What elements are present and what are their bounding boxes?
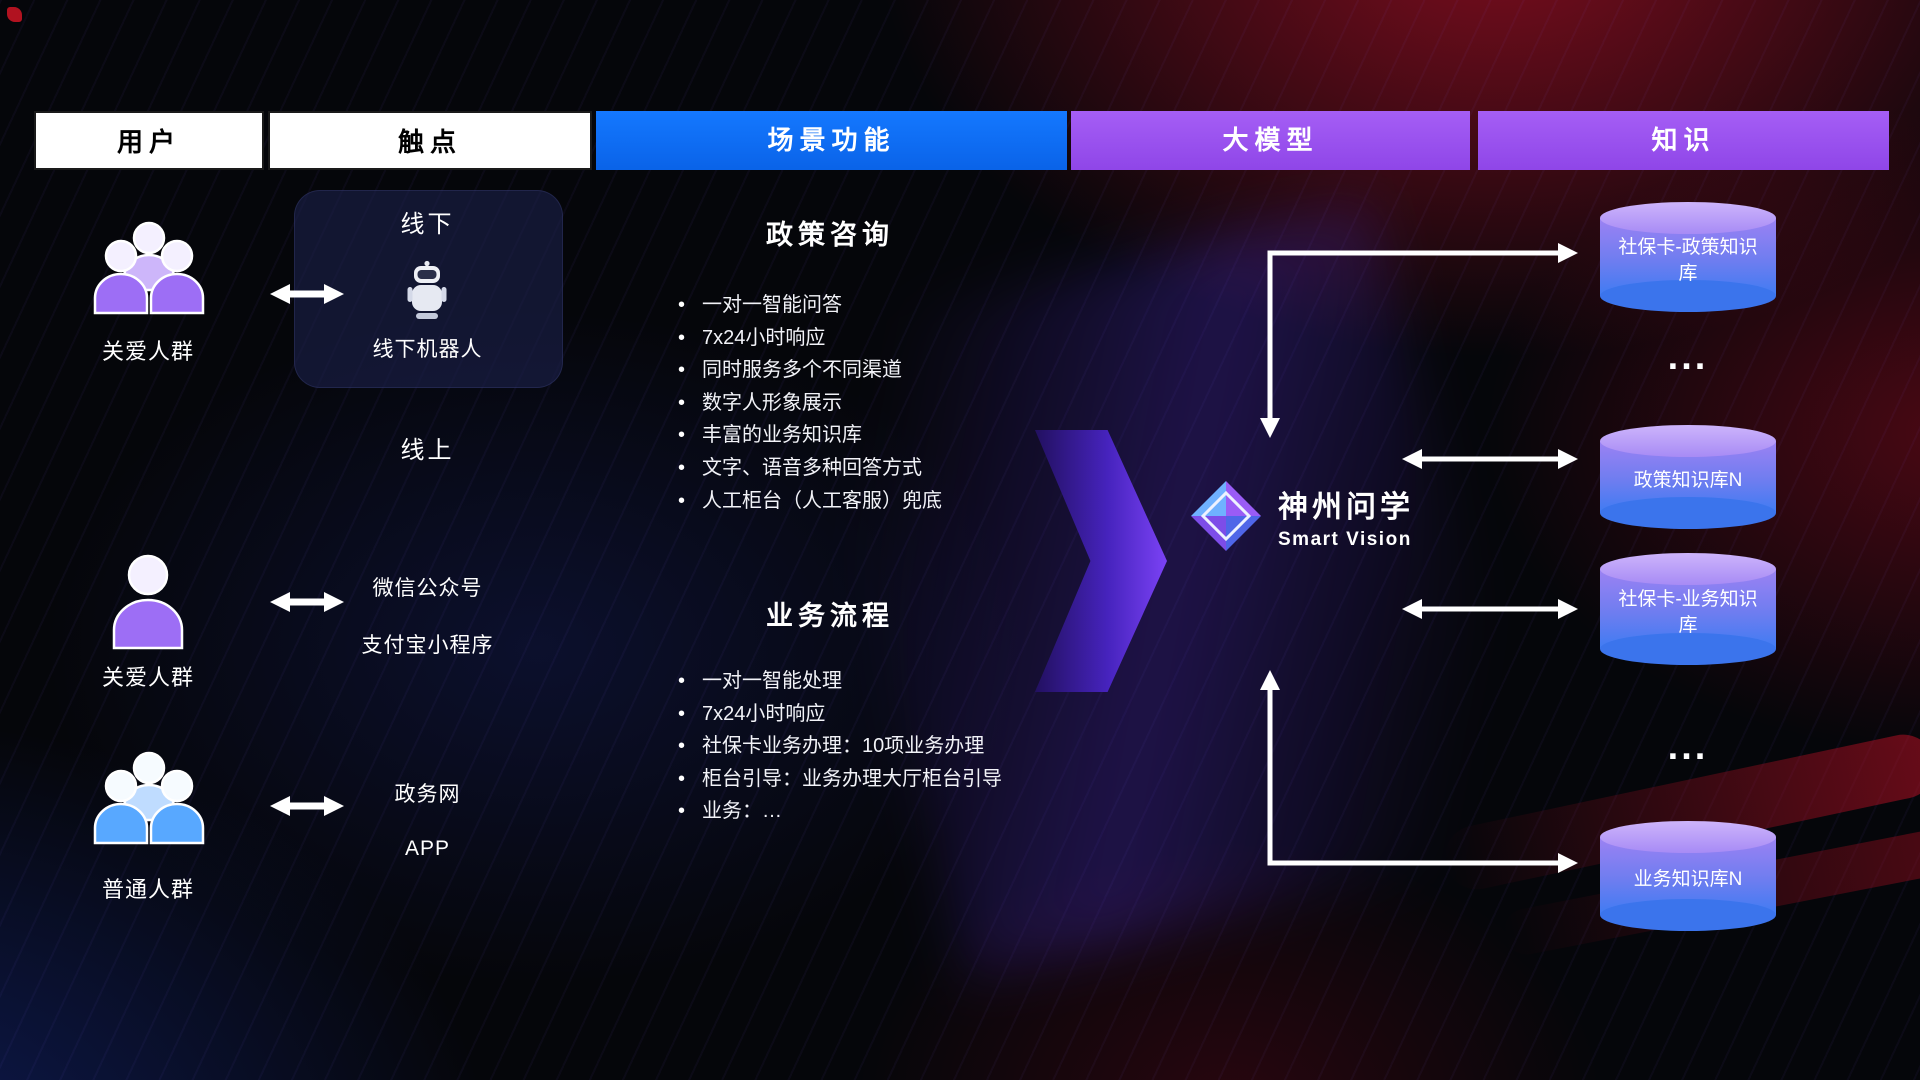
kb-cylinder-business-n: 业务知识库N [1600, 821, 1776, 931]
brand-name: 神州问学 [1278, 490, 1414, 524]
channel-wechat: 微信公众号 [372, 577, 483, 600]
scene-bullet: 柜台引导：业务办理大厅柜台引导 [676, 763, 1002, 796]
cylinder-top [1600, 553, 1776, 585]
brand-logo: 神州问学 Smart Vision [1188, 478, 1414, 554]
kb-label: 政策知识库N [1633, 470, 1743, 492]
group-people-purple-icon [93, 221, 205, 315]
user-label-care-group-1: 关爱人群 [101, 339, 194, 364]
corner-mark [7, 7, 22, 22]
robot-icon [407, 260, 447, 319]
offline-robot-caption: 线下机器人 [372, 338, 483, 361]
kb-label: 社保卡-业务知识库 [1618, 589, 1758, 636]
kb-label: 业务知识库N [1633, 869, 1743, 891]
cylinder-bottom [1600, 899, 1776, 931]
single-person-purple-icon [112, 554, 184, 650]
scene-bullet: 数字人形象展示 [676, 387, 942, 420]
channel-alipay: 支付宝小程序 [361, 634, 494, 657]
group-people-blue-icon [93, 751, 205, 845]
kb-cylinder-policy-social: 社保卡-政策知识库 [1600, 202, 1776, 312]
header-touchpoints: 触点 [268, 111, 592, 170]
kb-cylinder-policy-n: 政策知识库N [1600, 425, 1776, 529]
scene-bullet: 社保卡业务办理：10项业务办理 [676, 730, 1002, 763]
scene-title-business: 业务流程 [766, 601, 894, 631]
brand-diamond-icon [1191, 481, 1261, 551]
scene-bullet: 丰富的业务知识库 [676, 419, 942, 452]
ellipsis-bottom: ... [1667, 726, 1709, 768]
scene-bullet: 7x24小时响应 [676, 698, 1002, 731]
kb-cylinder-business-social: 社保卡-业务知识库 [1600, 553, 1776, 665]
header-model: 大模型 [1071, 111, 1470, 170]
header-users: 用户 [34, 111, 264, 170]
header-scenes: 场景功能 [596, 111, 1067, 170]
scene-bullet: 文字、语音多种回答方式 [676, 452, 942, 485]
cylinder-bottom [1600, 497, 1776, 529]
cylinder-top [1600, 821, 1776, 853]
scene-bullet: 一对一智能处理 [676, 665, 1002, 698]
header-knowledge: 知识 [1478, 111, 1889, 170]
scene-bullet: 业务：… [676, 795, 1002, 828]
offline-title: 线下 [400, 211, 455, 238]
cylinder-top [1600, 425, 1776, 457]
kb-label: 社保卡-政策知识库 [1618, 237, 1758, 284]
cylinder-bottom [1600, 280, 1776, 312]
channel-app: APP [404, 837, 451, 860]
policy-bullet-list: 一对一智能问答 7x24小时响应 同时服务多个不同渠道 数字人形象展示 丰富的业… [676, 289, 942, 517]
brand-subtitle: Smart Vision [1278, 528, 1412, 550]
cylinder-bottom [1600, 633, 1776, 665]
channel-gov-web: 政务网 [394, 783, 461, 806]
scene-title-policy: 政策咨询 [766, 220, 894, 250]
online-title: 线上 [400, 437, 455, 464]
scene-bullet: 人工柜台（人工客服）兜底 [676, 485, 942, 518]
scene-bullet: 7x24小时响应 [676, 322, 942, 355]
cylinder-top [1600, 202, 1776, 234]
ellipsis-top: ... [1667, 336, 1709, 378]
scene-bullet: 同时服务多个不同渠道 [676, 354, 942, 387]
business-bullet-list: 一对一智能处理 7x24小时响应 社保卡业务办理：10项业务办理 柜台引导：业务… [676, 665, 1002, 828]
user-label-general-group: 普通人群 [101, 877, 194, 902]
user-label-care-group-2: 关爱人群 [101, 665, 194, 690]
scene-bullet: 一对一智能问答 [676, 289, 942, 322]
